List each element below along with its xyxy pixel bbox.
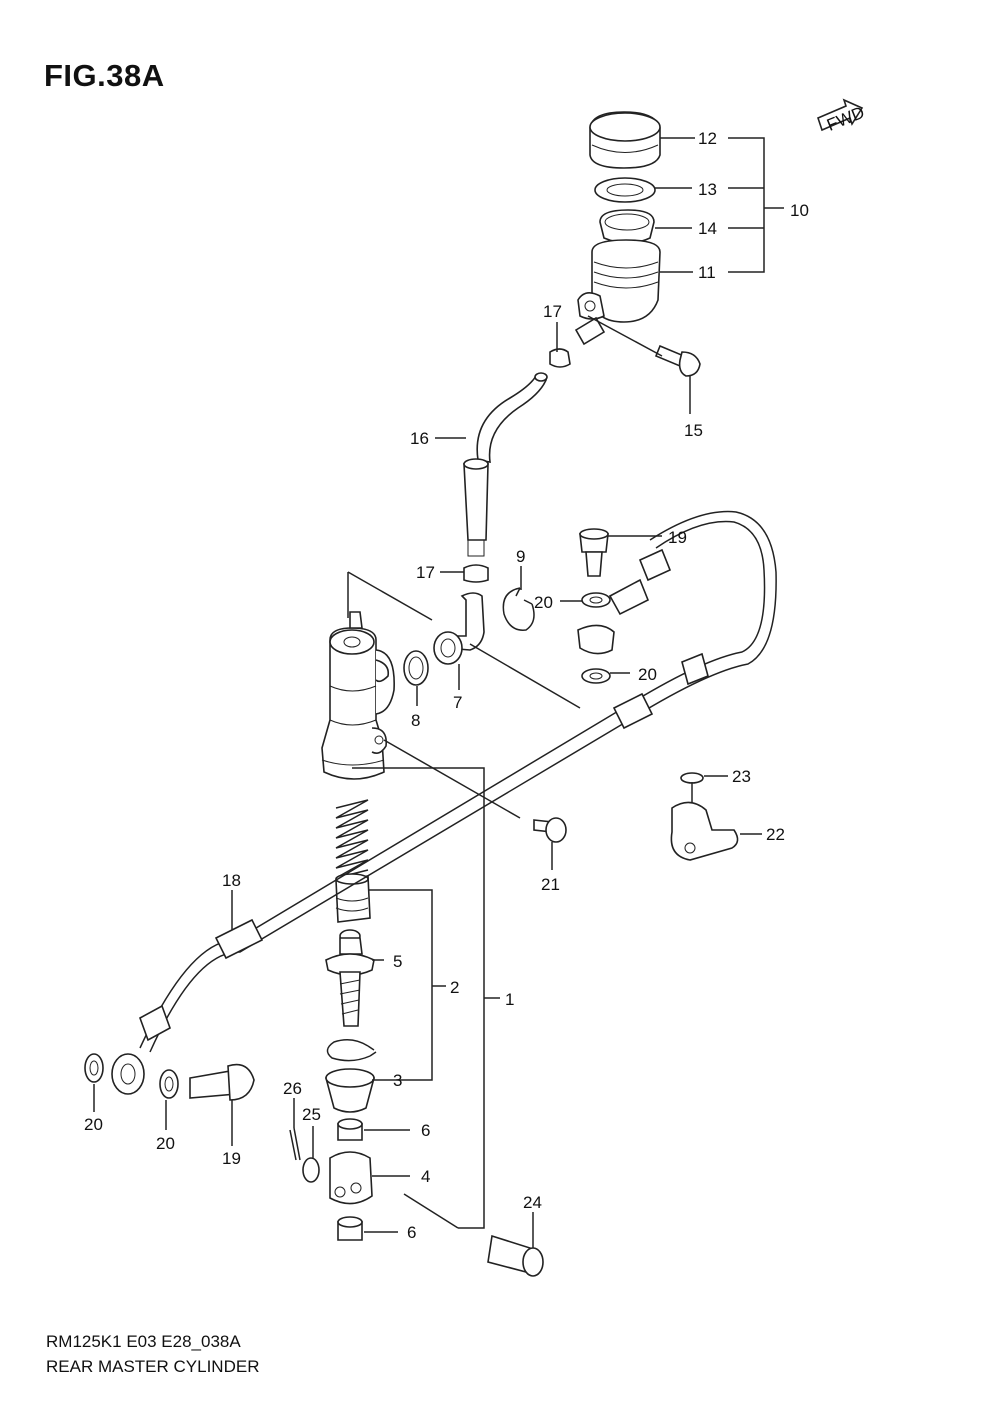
brake-hose-part-18 [139,510,777,1053]
fwd-label: FWD [824,103,867,135]
fwd-arrow-icon: FWD [817,98,867,135]
callout-9: 9 [516,547,525,566]
callout-25: 25 [302,1105,321,1124]
bolt-part-21 [533,817,567,843]
callout-13: 13 [698,180,717,199]
leader-lines [93,137,784,1248]
diaphragm-plate-part-13 [594,177,656,203]
o-ring-part-8 [403,650,429,686]
callout-7: 7 [453,693,462,712]
washer-part-20-a [581,592,611,608]
hose-clamp-part-17-lower [463,564,489,583]
callout-11: 11 [698,263,716,282]
callout-20-b: 20 [638,665,657,684]
cotter-pin-part-26 [289,1127,301,1161]
union-bolt-part-19-lower [189,1063,255,1101]
nut-part-6-upper [337,1118,363,1141]
reservoir-cap-part-12 [589,111,661,169]
callout-22: 22 [766,825,785,844]
callout-20-d: 20 [156,1134,175,1153]
washer-part-20-b [581,668,611,684]
callout-17-lower: 17 [416,563,435,582]
washer-part-20-c [84,1053,104,1083]
washer-part-20-d [159,1069,179,1099]
banjo-fitting-lower [111,1053,145,1095]
nut-part-6-lower [337,1216,363,1241]
callout-18: 18 [222,871,241,890]
callout-26: 26 [283,1079,302,1098]
pin-part-24 [487,1234,544,1277]
callout-24: 24 [523,1193,542,1212]
piston-set-part-2 [335,873,371,923]
callout-labels: 12 13 14 11 10 17 15 16 19 9 17 20 20 8 … [84,129,809,1242]
callout-3: 3 [393,1071,402,1090]
banjo-fitting-upper [577,624,615,655]
diaphragm-part-14 [599,209,655,244]
callout-6-lower: 6 [407,1223,416,1242]
callout-6-upper: 6 [421,1121,430,1140]
callout-17-upper: 17 [543,302,562,321]
clamp-part-22 [670,801,739,861]
model-code: RM125K1 E03 E28_038A [46,1332,241,1351]
callout-15: 15 [684,421,703,440]
callout-1: 1 [505,990,514,1009]
callout-12: 12 [698,129,717,148]
circlip-part-3a [326,1039,377,1062]
callout-21: 21 [541,875,560,894]
push-rod-part-5 [325,929,375,1027]
figure-title: FIG.38A [44,58,165,93]
callout-2: 2 [450,978,459,997]
callout-19-lower: 19 [222,1149,241,1168]
callout-10: 10 [790,201,809,220]
callout-5: 5 [393,952,402,971]
callout-20-a: 20 [534,593,553,612]
callout-16: 16 [410,429,429,448]
callout-4: 4 [421,1167,430,1186]
spring-part [335,799,369,879]
callout-8: 8 [411,711,420,730]
diagram-description: REAR MASTER CYLINDER [46,1357,260,1376]
callout-19-upper: 19 [668,528,687,547]
master-cylinder-body [321,611,395,780]
hose-joint-part-7 [433,592,485,665]
union-bolt-part-19-upper [579,528,609,577]
callout-23: 23 [732,767,751,786]
reservoir-hose-part-16 [463,372,548,557]
hose-clamp-part-17-upper [549,348,571,368]
circlip-part-9 [502,587,535,631]
callout-14: 14 [698,219,717,238]
callout-20-c: 20 [84,1115,103,1134]
rod-end-part-4 [329,1151,373,1205]
bolt-part-15 [654,344,701,377]
washer-part-25 [302,1157,320,1183]
boot-part-3 [325,1068,375,1113]
reservoir-body-part-11 [574,239,661,346]
